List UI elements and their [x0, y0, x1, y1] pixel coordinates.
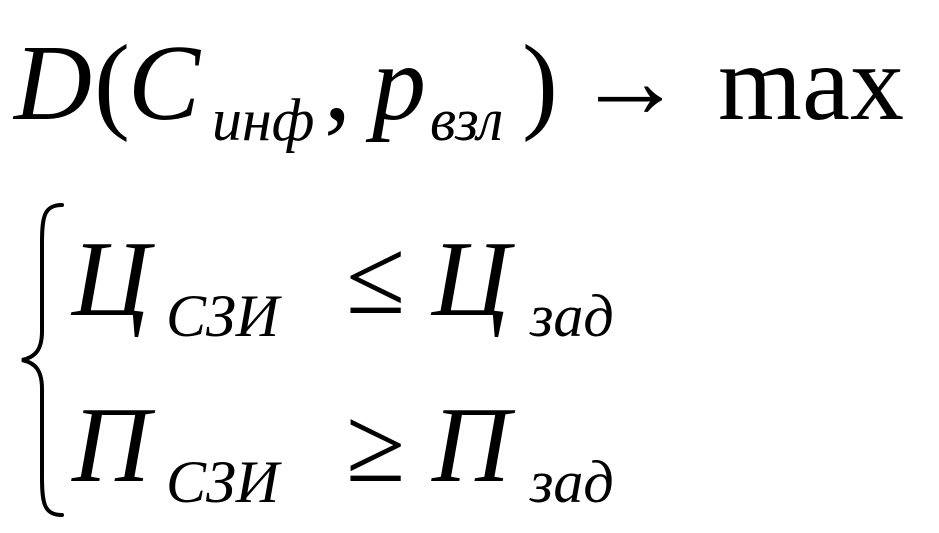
- left-brace-icon: [21, 203, 64, 517]
- function-name: D: [14, 24, 92, 143]
- constraint-2-rhs-subscript: зад: [530, 449, 614, 515]
- close-paren: ): [522, 24, 558, 143]
- goal-label: max: [718, 24, 904, 143]
- constraint-2-relation: ≥: [346, 386, 406, 505]
- constraint-2-rhs-main: П: [432, 386, 510, 505]
- constraint-2-lhs-main: П: [72, 386, 150, 505]
- constraint-1-lhs-subscript: СЗИ: [166, 283, 280, 349]
- constraint-2-lhs-subscript: СЗИ: [166, 449, 280, 515]
- arg2-main: p: [372, 24, 426, 143]
- argument-separator: ,: [324, 24, 351, 143]
- arrow-symbol: →: [576, 22, 684, 141]
- constraint-1-rhs-subscript: зад: [530, 283, 614, 349]
- constraint-1-relation: ≤: [346, 218, 406, 337]
- arg1-main: C: [128, 24, 201, 143]
- constraint-1-lhs-main: Ц: [72, 220, 150, 339]
- arg2-subscript: взл: [430, 87, 504, 153]
- constraint-1-rhs-main: Ц: [432, 220, 510, 339]
- arg1-subscript: инф: [212, 87, 315, 153]
- open-paren: (: [94, 24, 130, 143]
